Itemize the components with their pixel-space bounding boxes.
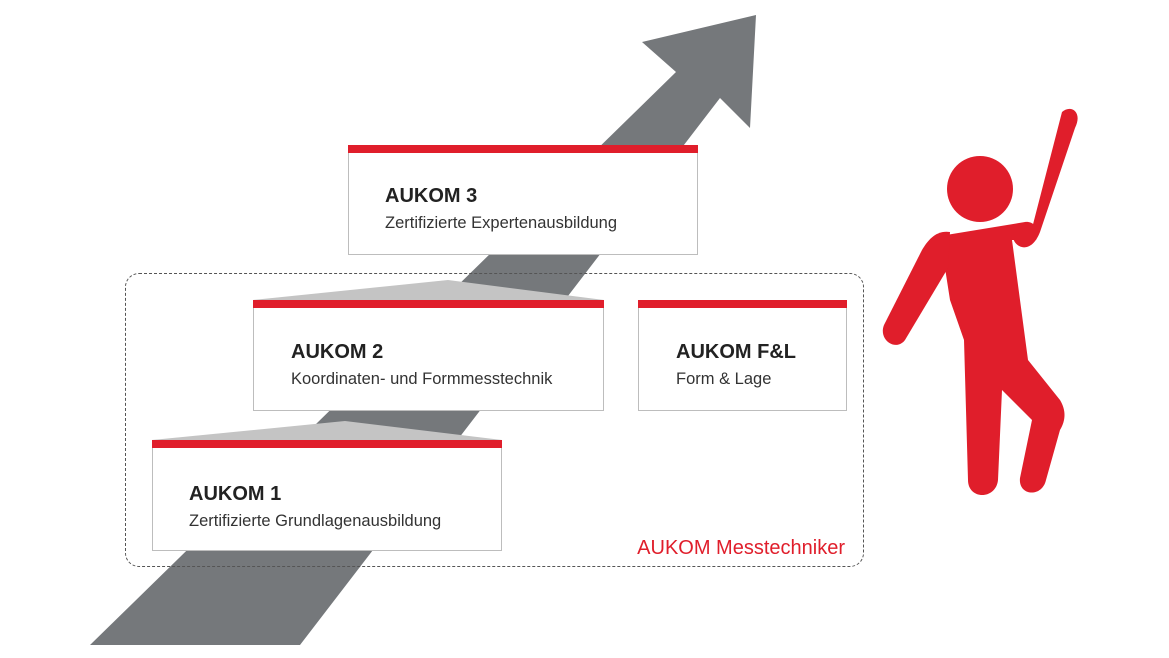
level-card-aukom1: AUKOM 1 Zertifizierte Grundlagenausbildu…	[152, 440, 502, 551]
card-title: AUKOM F&L	[676, 341, 796, 363]
card-title: AUKOM 2	[291, 341, 384, 363]
level-card-aukom3: AUKOM 3 Zertifizierte Expertenausbildung	[348, 145, 698, 255]
card-subtitle: Zertifizierte Expertenausbildung	[385, 214, 618, 232]
card-accent-bar	[638, 300, 847, 308]
card-accent-bar	[253, 300, 604, 308]
step-wedge-aukom1	[152, 421, 502, 440]
level-card-aukom2: AUKOM 2 Koordinaten- und Formmesstechnik	[253, 300, 604, 411]
card-accent-bar	[152, 440, 502, 448]
card-subtitle: Zertifizierte Grundlagenausbildung	[189, 512, 442, 530]
card-subtitle: Koordinaten- und Formmesstechnik	[291, 370, 553, 388]
step-wedge-aukom2	[253, 280, 604, 300]
person-cheering-icon	[882, 108, 1078, 495]
card-title: AUKOM 1	[189, 483, 282, 505]
card-accent-bar	[348, 145, 698, 153]
card-subtitle: Form & Lage	[676, 370, 772, 388]
messtechniker-group-box: AUKOM Messtechniker	[125, 273, 864, 567]
level-card-aukom-fl: AUKOM F&L Form & Lage	[638, 300, 847, 411]
card-title: AUKOM 3	[385, 185, 478, 207]
group-label: AUKOM Messtechniker	[637, 537, 845, 559]
